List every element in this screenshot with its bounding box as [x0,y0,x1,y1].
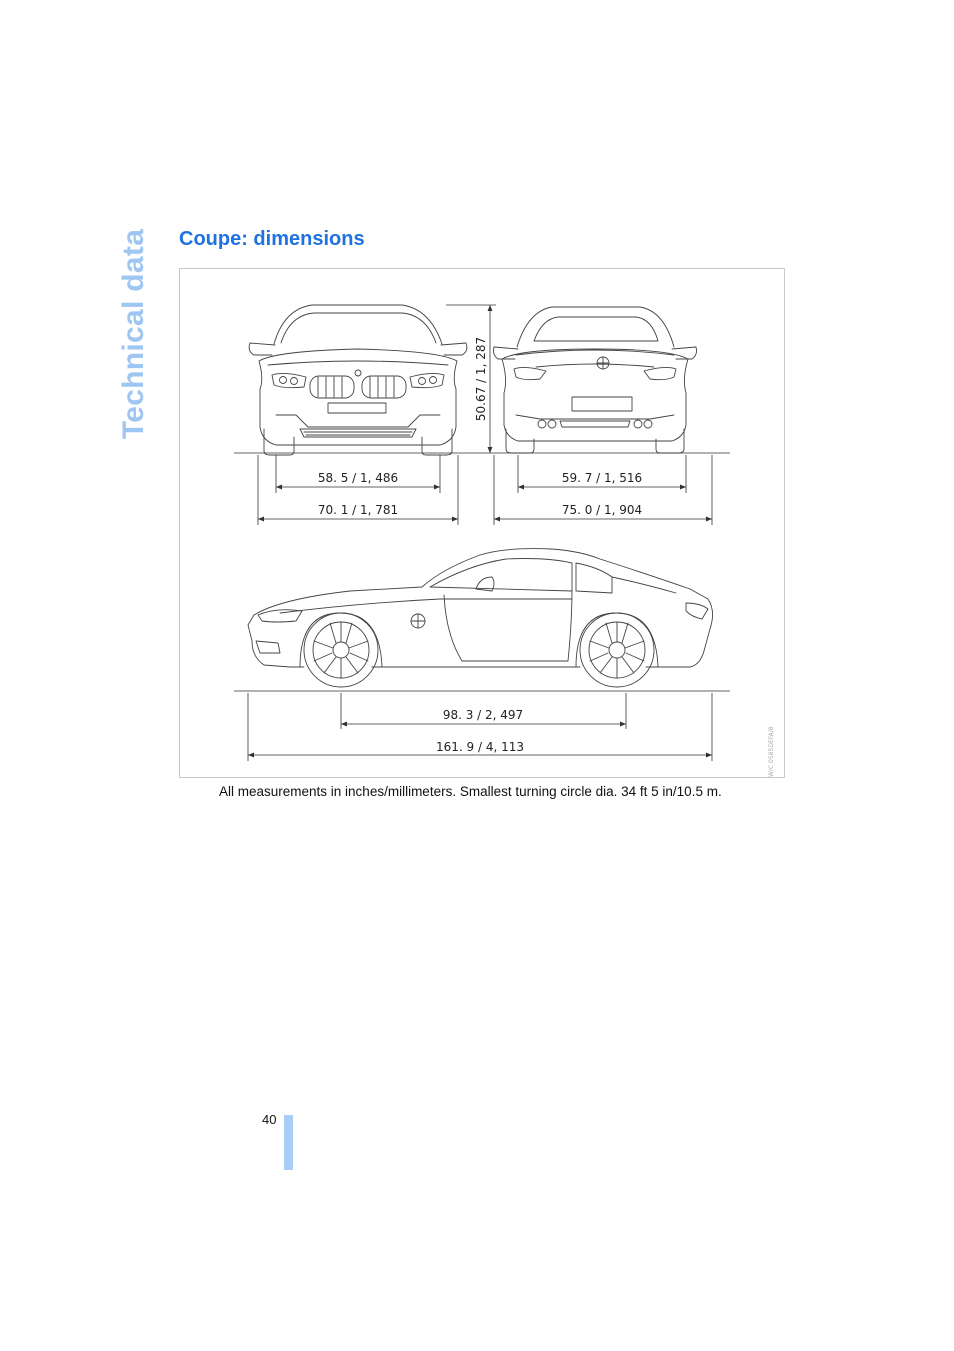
front-width-label: 70. 1 / 1, 781 [318,503,398,517]
length-label: 161. 9 / 4, 113 [436,740,524,754]
page-heading: Coupe: dimensions [179,228,365,250]
figure-caption: All measurements in inches/millimeters. … [219,784,722,799]
dimension-lines [234,304,730,761]
side-view-drawing [247,548,713,688]
page-marker-bar [284,1115,293,1170]
section-side-title-text: Technical data [117,228,151,440]
wheelbase-label: 98. 3 / 2, 497 [443,708,523,722]
image-code: W/C 0585DEFA/8 [768,726,775,777]
front-track-label: 58. 5 / 1, 486 [318,471,398,485]
dimensions-figure: 58. 5 / 1, 486 70. 1 / 1, 781 50.67 / 1,… [179,268,785,778]
dimension-arrows [248,305,712,758]
rear-view-drawing [493,306,697,454]
rear-track-label: 59. 7 / 1, 516 [562,471,642,485]
rear-width-label: 75. 0 / 1, 904 [562,503,642,517]
page-number: 40 [262,1112,277,1127]
section-side-title: Technical data [112,228,156,440]
dimensions-drawing: 58. 5 / 1, 486 70. 1 / 1, 781 50.67 / 1,… [234,304,775,777]
height-label: 50.67 / 1, 287 [474,337,488,421]
front-view-drawing [248,304,468,456]
